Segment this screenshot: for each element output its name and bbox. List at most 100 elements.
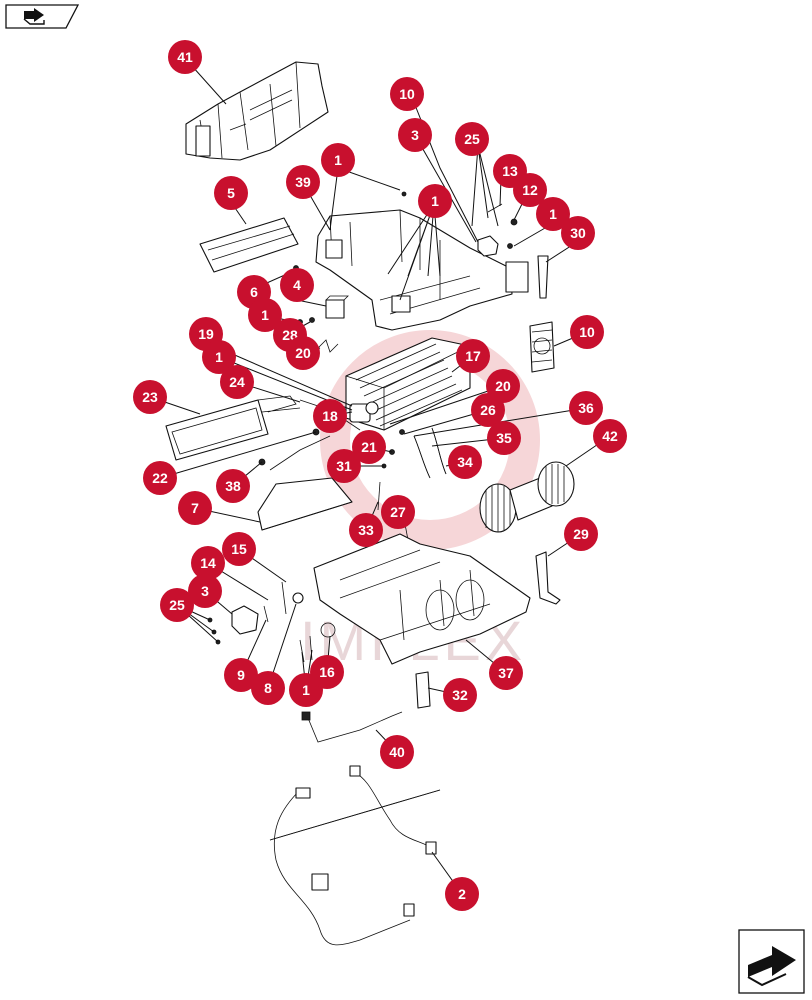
svg-text:37: 37	[498, 665, 514, 681]
callout-34: 34	[448, 445, 482, 479]
part-42-blower	[479, 461, 575, 533]
callout-16: 16	[310, 655, 344, 689]
callout-25-top: 25	[455, 122, 489, 156]
svg-text:9: 9	[237, 667, 245, 683]
callout-10-top: 10	[390, 77, 424, 111]
callout-41: 41	[168, 40, 202, 74]
callout-33: 33	[349, 513, 383, 547]
svg-text:5: 5	[227, 185, 235, 201]
callout-38: 38	[216, 469, 250, 503]
part-40-harness	[301, 711, 403, 743]
callout-1-d: 1	[248, 298, 282, 332]
hardware-13-12-30	[401, 191, 549, 299]
svg-text:13: 13	[502, 163, 518, 179]
svg-text:1: 1	[431, 193, 439, 209]
callout-36: 36	[569, 391, 603, 425]
svg-text:1: 1	[261, 307, 269, 323]
svg-text:25: 25	[169, 597, 185, 613]
callout-1-a: 1	[321, 143, 355, 177]
svg-text:41: 41	[177, 49, 193, 65]
svg-text:10: 10	[399, 86, 415, 102]
callouts: 41 10 3 25 1 13 39 12 1 5 1 30 6 4 1 28 …	[133, 40, 627, 911]
svg-text:39: 39	[295, 174, 311, 190]
callout-1-c: 1	[536, 197, 570, 231]
callout-2: 2	[445, 877, 479, 911]
callout-37: 37	[489, 656, 523, 690]
arrow-back-icon	[23, 8, 45, 25]
svg-text:25: 25	[464, 131, 480, 147]
callout-26: 26	[471, 393, 505, 427]
svg-text:31: 31	[336, 458, 352, 474]
callout-14: 14	[191, 546, 225, 580]
back-nav-button[interactable]	[5, 4, 80, 29]
callout-22: 22	[143, 461, 177, 495]
svg-text:1: 1	[334, 152, 342, 168]
callout-18: 18	[313, 399, 347, 433]
callout-7: 7	[178, 491, 212, 525]
svg-text:34: 34	[457, 454, 473, 470]
part-29-bracket	[535, 551, 561, 605]
callout-1-b: 1	[418, 184, 452, 218]
part-2-main-harness	[269, 765, 441, 946]
svg-text:32: 32	[452, 687, 468, 703]
callout-17: 17	[456, 339, 490, 373]
svg-text:21: 21	[361, 439, 377, 455]
svg-text:35: 35	[496, 430, 512, 446]
part-37-lower-housing	[313, 533, 531, 665]
part-5-panel	[199, 217, 299, 273]
part-39-evaporator-housing	[315, 209, 529, 331]
svg-text:38: 38	[225, 478, 241, 494]
svg-text:24: 24	[229, 374, 245, 390]
svg-text:3: 3	[411, 127, 419, 143]
callout-5: 5	[214, 176, 248, 210]
callout-25-left: 25	[160, 588, 194, 622]
svg-text:14: 14	[200, 555, 216, 571]
callout-32: 32	[443, 678, 477, 712]
callout-3-top: 3	[398, 118, 432, 152]
callout-15: 15	[222, 532, 256, 566]
svg-text:1: 1	[549, 206, 557, 222]
svg-text:1: 1	[302, 682, 310, 698]
svg-text:22: 22	[152, 470, 168, 486]
svg-text:30: 30	[570, 225, 586, 241]
callout-29: 29	[564, 517, 598, 551]
svg-text:42: 42	[602, 428, 618, 444]
callout-40: 40	[380, 735, 414, 769]
svg-text:4: 4	[293, 277, 301, 293]
svg-text:23: 23	[142, 389, 158, 405]
callout-9: 9	[224, 658, 258, 692]
part-32-duct	[415, 671, 431, 709]
callout-31: 31	[327, 449, 361, 483]
svg-text:8: 8	[264, 680, 272, 696]
part-23-heater-core	[165, 395, 301, 461]
part-41-upper-module	[185, 61, 329, 161]
svg-text:20: 20	[495, 378, 511, 394]
callout-1-e: 1	[202, 340, 236, 374]
svg-text:10: 10	[579, 324, 595, 340]
callout-39: 39	[286, 165, 320, 199]
callout-35: 35	[487, 421, 521, 455]
svg-text:2: 2	[458, 886, 466, 902]
svg-text:27: 27	[390, 504, 406, 520]
callout-24: 24	[220, 365, 254, 399]
part-7-plate	[257, 477, 353, 531]
svg-text:18: 18	[322, 408, 338, 424]
arrow-next-icon	[747, 946, 796, 987]
svg-text:20: 20	[295, 345, 311, 361]
part-18-valve	[349, 401, 379, 423]
svg-text:1: 1	[215, 349, 223, 365]
callout-10-right: 10	[570, 315, 604, 349]
callout-20-a: 20	[286, 336, 320, 370]
next-nav-button[interactable]	[738, 929, 805, 994]
part-10-grille	[529, 321, 555, 373]
callout-30: 30	[561, 216, 595, 250]
svg-text:19: 19	[198, 326, 214, 342]
svg-text:3: 3	[201, 583, 209, 599]
hoses-34-35-36	[381, 427, 447, 479]
callout-4: 4	[280, 268, 314, 302]
callout-8: 8	[251, 671, 285, 705]
svg-text:15: 15	[231, 541, 247, 557]
svg-text:7: 7	[191, 500, 199, 516]
svg-text:17: 17	[465, 348, 481, 364]
